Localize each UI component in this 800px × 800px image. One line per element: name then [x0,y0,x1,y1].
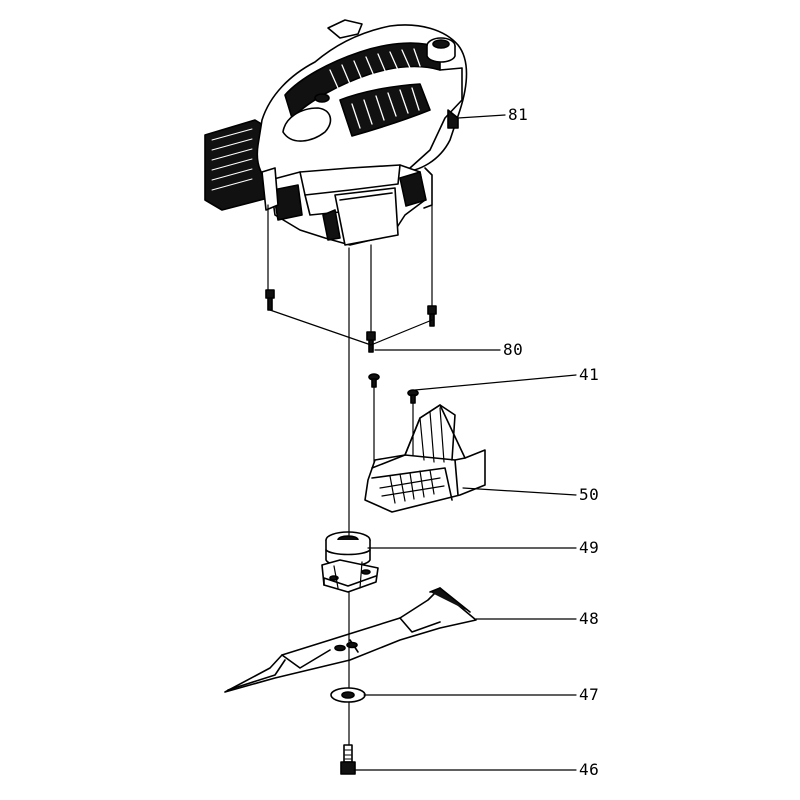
engine-bolts [265,289,437,353]
callout-label-46: 46 [579,760,600,779]
engine [204,19,468,246]
callout-label-80: 80 [503,340,524,359]
callout-label-49: 49 [579,538,600,557]
assembly-lines [267,204,433,746]
deflector-screws [368,373,419,404]
callout-label-81: 81 [508,105,529,124]
blade-bolt [340,744,356,775]
callout-label-47: 47 [579,685,600,704]
callout-label-48: 48 [579,609,600,628]
blade-adapter [321,531,379,593]
deflector [364,404,486,513]
leader-lines [353,114,577,771]
callout-label-41: 41 [579,365,600,384]
washer [330,687,366,703]
callout-label-50: 50 [579,485,600,504]
blade [224,587,477,693]
